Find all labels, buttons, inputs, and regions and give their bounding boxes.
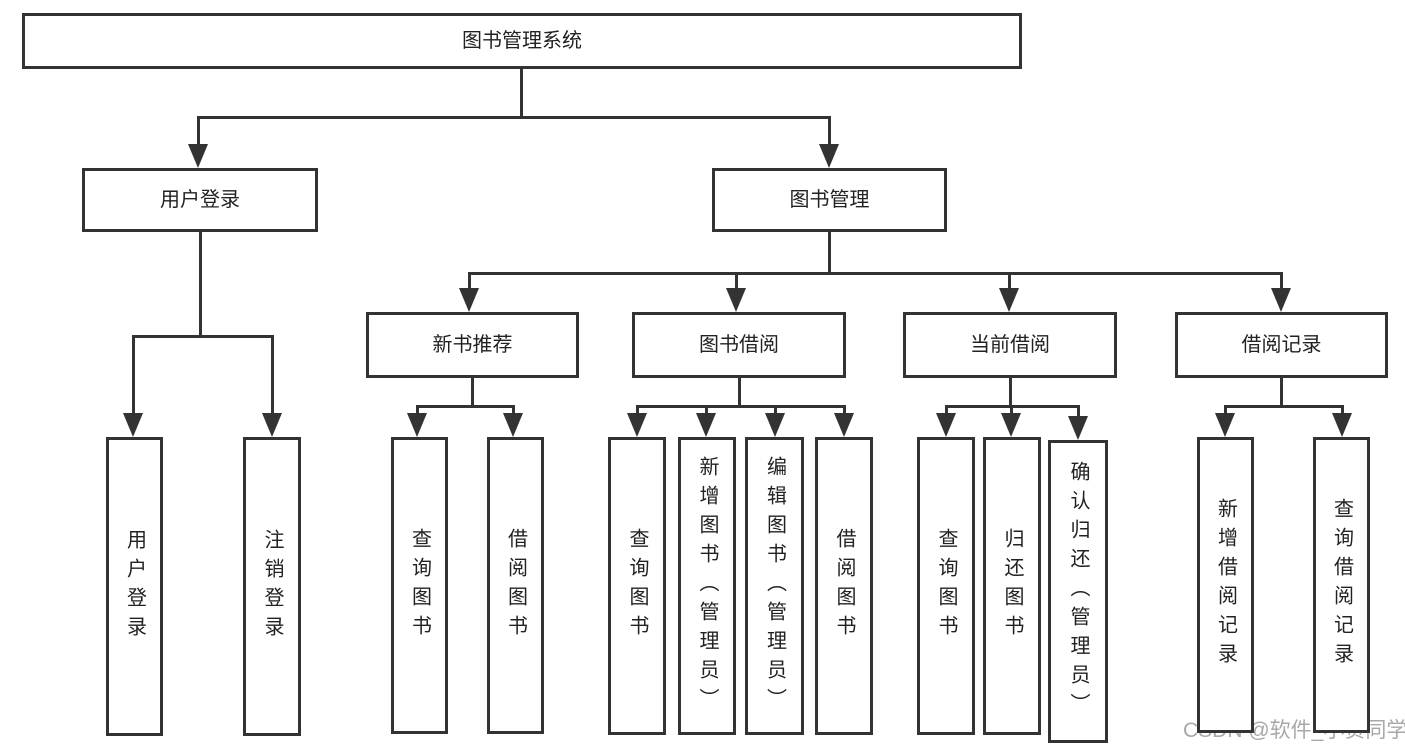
node-borrow-book: 借阅图书 xyxy=(815,437,873,735)
node-label-current-borrowing: 当前借阅 xyxy=(970,334,1050,356)
connector-line xyxy=(1223,404,1344,408)
connector-line xyxy=(704,406,708,415)
node-label-borrowing-records: 借阅记录 xyxy=(1241,334,1322,356)
node-borrowing-records: 借阅记录 xyxy=(1175,312,1388,378)
connector-line xyxy=(1279,378,1283,406)
node-root: 图书管理系统 xyxy=(22,13,1022,69)
node-label-search-book-recommend: 查询图书 xyxy=(408,527,431,644)
arrowhead-down-icon xyxy=(1068,416,1088,440)
connector-line xyxy=(467,271,1283,275)
arrowhead-down-icon xyxy=(1215,413,1235,437)
connector-line xyxy=(131,336,135,415)
arrowhead-down-icon xyxy=(819,144,839,168)
connector-line xyxy=(635,404,846,408)
node-label-search-book-borrowing: 查询图书 xyxy=(626,528,648,644)
node-return-book: 归还图书 xyxy=(983,437,1041,735)
arrowhead-down-icon xyxy=(503,413,523,437)
node-user-login: 用户登录 xyxy=(106,437,163,736)
connector-line xyxy=(1009,406,1013,415)
connector-line xyxy=(1340,406,1344,415)
connector-line xyxy=(1223,406,1227,415)
arrowhead-down-icon xyxy=(407,413,427,437)
arrowhead-down-icon xyxy=(123,413,143,437)
node-label-borrow-book: 借阅图书 xyxy=(833,528,855,644)
connector-line xyxy=(470,378,474,406)
node-label-user-logout: 注销登录 xyxy=(261,528,283,645)
connector-line xyxy=(467,273,471,291)
node-add-borrow-record: 新增借阅记录 xyxy=(1197,437,1254,733)
connector-line xyxy=(1008,378,1012,406)
node-search-book-current: 查询图书 xyxy=(917,437,975,735)
node-label-borrow-book-recommend: 借阅图书 xyxy=(504,527,527,644)
arrowhead-down-icon xyxy=(459,288,479,312)
connector-line xyxy=(827,117,831,146)
connector-line xyxy=(270,336,274,415)
node-confirm-return-admin: 确认归还（管理员） xyxy=(1048,440,1108,743)
node-current-borrowing: 当前借阅 xyxy=(903,312,1117,378)
node-label-book-borrowing: 图书借阅 xyxy=(699,334,779,356)
node-user-logout: 注销登录 xyxy=(243,437,301,736)
connector-line xyxy=(131,334,274,338)
connector-line xyxy=(1279,273,1283,291)
node-label-search-borrow-record: 查询借阅记录 xyxy=(1330,498,1353,672)
connector-line xyxy=(737,378,741,406)
node-label-edit-book-admin: 编辑图书（管理员） xyxy=(763,455,786,717)
connector-line xyxy=(1007,273,1011,291)
node-book-management: 图书管理 xyxy=(712,168,947,232)
node-label-confirm-return-admin: 确认归还（管理员） xyxy=(1067,461,1089,722)
connector-line xyxy=(1076,406,1080,418)
arrowhead-down-icon xyxy=(627,413,647,437)
node-label-search-book-current: 查询图书 xyxy=(935,528,957,644)
arrowhead-down-icon xyxy=(936,413,956,437)
node-search-book-recommend: 查询图书 xyxy=(391,437,448,734)
node-borrow-book-recommend: 借阅图书 xyxy=(487,437,544,734)
node-search-borrow-record: 查询借阅记录 xyxy=(1313,437,1370,733)
connector-line xyxy=(827,232,831,273)
arrowhead-down-icon xyxy=(765,413,785,437)
arrowhead-down-icon xyxy=(1271,288,1291,312)
connector-line xyxy=(842,406,846,415)
connector-line xyxy=(196,117,200,146)
node-label-book-management: 图书管理 xyxy=(789,189,870,211)
connector-line xyxy=(773,406,777,415)
node-label-root: 图书管理系统 xyxy=(462,30,582,52)
connector-line xyxy=(196,115,831,119)
connector-line xyxy=(198,232,202,336)
connector-line xyxy=(415,404,515,408)
node-search-book-borrowing: 查询图书 xyxy=(608,437,666,735)
node-edit-book-admin: 编辑图书（管理员） xyxy=(745,437,804,735)
arrowhead-down-icon xyxy=(726,288,746,312)
node-add-book-admin: 新增图书（管理员） xyxy=(678,437,736,735)
connector-line xyxy=(734,273,738,291)
arrowhead-down-icon xyxy=(696,413,716,437)
node-label-user-login: 用户登录 xyxy=(123,528,146,645)
node-label-new-book-recommend: 新书推荐 xyxy=(432,334,513,356)
node-book-borrowing: 图书借阅 xyxy=(632,312,846,378)
node-label-add-borrow-record: 新增借阅记录 xyxy=(1214,498,1237,672)
node-label-user-login-branch: 用户登录 xyxy=(160,189,240,211)
arrowhead-down-icon xyxy=(1332,413,1352,437)
node-new-book-recommend: 新书推荐 xyxy=(366,312,579,378)
arrowhead-down-icon xyxy=(1001,413,1021,437)
arrowhead-down-icon xyxy=(262,413,282,437)
arrowhead-down-icon xyxy=(188,144,208,168)
node-label-add-book-admin: 新增图书（管理员） xyxy=(696,455,718,717)
connector-line xyxy=(415,406,419,415)
connector-line xyxy=(511,406,515,415)
connector-line xyxy=(519,69,523,117)
connector-line xyxy=(635,406,639,415)
connector-line xyxy=(944,406,948,415)
arrowhead-down-icon xyxy=(834,413,854,437)
node-user-login-branch: 用户登录 xyxy=(82,168,318,232)
node-label-return-book: 归还图书 xyxy=(1001,528,1023,644)
arrowhead-down-icon xyxy=(999,288,1019,312)
